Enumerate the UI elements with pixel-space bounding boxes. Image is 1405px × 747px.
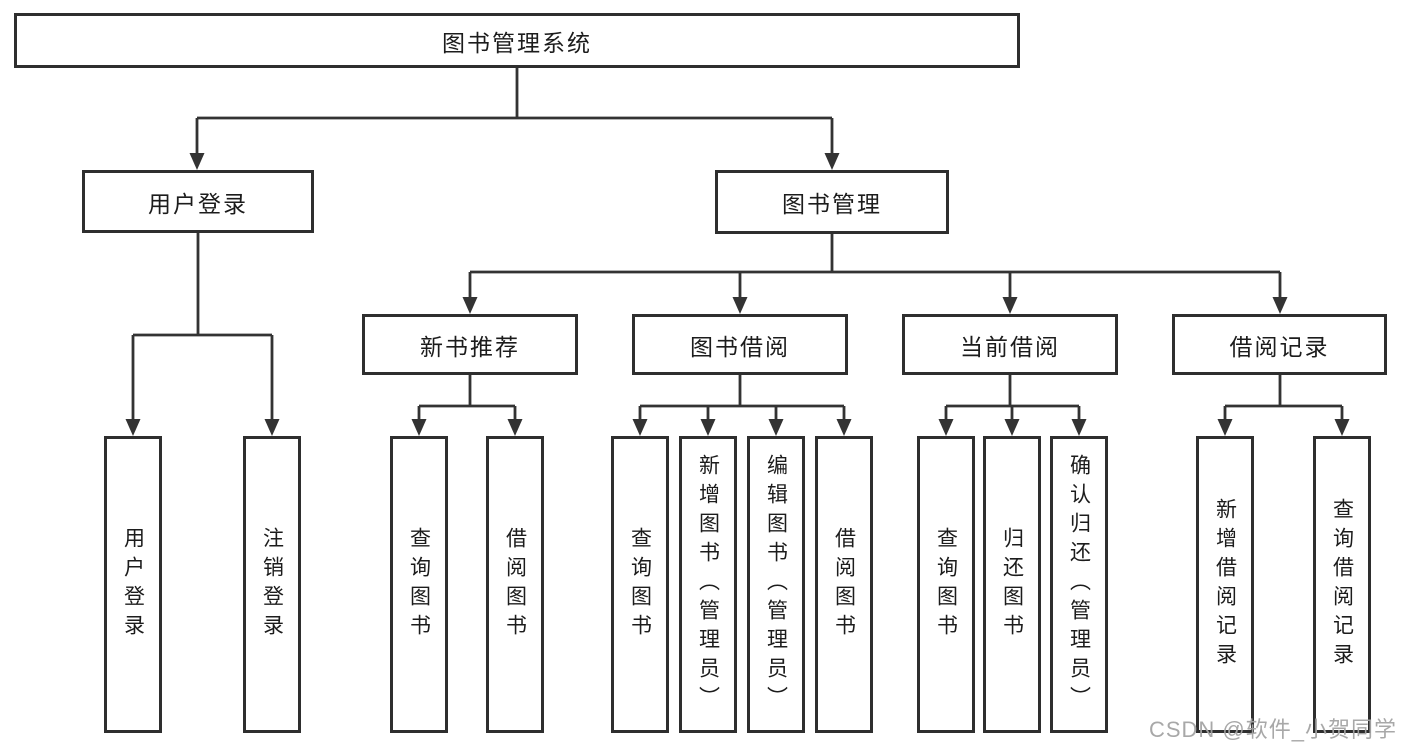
csdn-watermark: CSDN @软件_小贺同学 (1148, 717, 1397, 742)
leaf-label: 查询借阅记录 (1330, 497, 1354, 672)
leaf-query-books-recommend: 查询图书 (390, 436, 448, 733)
leaf-label: 查询图书 (934, 526, 958, 643)
leaf-add-borrow-record: 新增借阅记录 (1196, 436, 1254, 733)
node-book-borrow-label: 图书借阅 (690, 333, 790, 360)
leaf-label: 新增图书（管理员） (696, 454, 720, 715)
leaf-query-books-current: 查询图书 (917, 436, 975, 733)
leaf-label: 查询图书 (628, 526, 652, 643)
node-book-management-label: 图书管理 (782, 191, 882, 217)
node-root: 图书管理系统 (14, 13, 1020, 68)
leaf-label: 借阅图书 (832, 526, 856, 643)
leaf-label: 确认归还（管理员） (1067, 454, 1091, 715)
leaf-edit-books-admin: 编辑图书（管理员） (747, 436, 805, 733)
leaf-label: 查询图书 (407, 526, 431, 643)
leaf-label: 用户登录 (121, 526, 145, 643)
node-user-login-label: 用户登录 (148, 190, 248, 217)
node-book-management: 图书管理 (715, 170, 949, 234)
leaf-confirm-return-admin: 确认归还（管理员） (1050, 436, 1108, 733)
node-root-label: 图书管理系统 (442, 29, 592, 56)
leaf-label: 新增借阅记录 (1213, 497, 1237, 672)
leaf-query-borrow-record: 查询借阅记录 (1313, 436, 1371, 733)
node-current-borrow-label: 当前借阅 (960, 333, 1060, 360)
node-current-borrow: 当前借阅 (902, 314, 1118, 375)
leaf-add-books-admin: 新增图书（管理员） (679, 436, 737, 733)
leaf-return-books: 归还图书 (983, 436, 1041, 733)
leaf-borrow-books-recommend: 借阅图书 (486, 436, 544, 733)
node-new-book-recommend: 新书推荐 (362, 314, 578, 375)
leaf-query-books-borrow: 查询图书 (611, 436, 669, 733)
leaf-user-login: 用户登录 (104, 436, 162, 733)
leaf-label: 借阅图书 (503, 526, 527, 643)
leaf-label: 编辑图书（管理员） (764, 454, 788, 715)
leaf-logout: 注销登录 (243, 436, 301, 733)
node-book-borrow: 图书借阅 (632, 314, 848, 375)
node-user-login: 用户登录 (82, 170, 314, 233)
node-borrow-records-label: 借阅记录 (1229, 333, 1330, 360)
node-new-book-recommend-label: 新书推荐 (420, 333, 520, 360)
node-borrow-records: 借阅记录 (1172, 314, 1387, 375)
leaf-borrow-books: 借阅图书 (815, 436, 873, 733)
leaf-label: 注销登录 (260, 526, 284, 643)
leaf-label: 归还图书 (1000, 526, 1024, 643)
